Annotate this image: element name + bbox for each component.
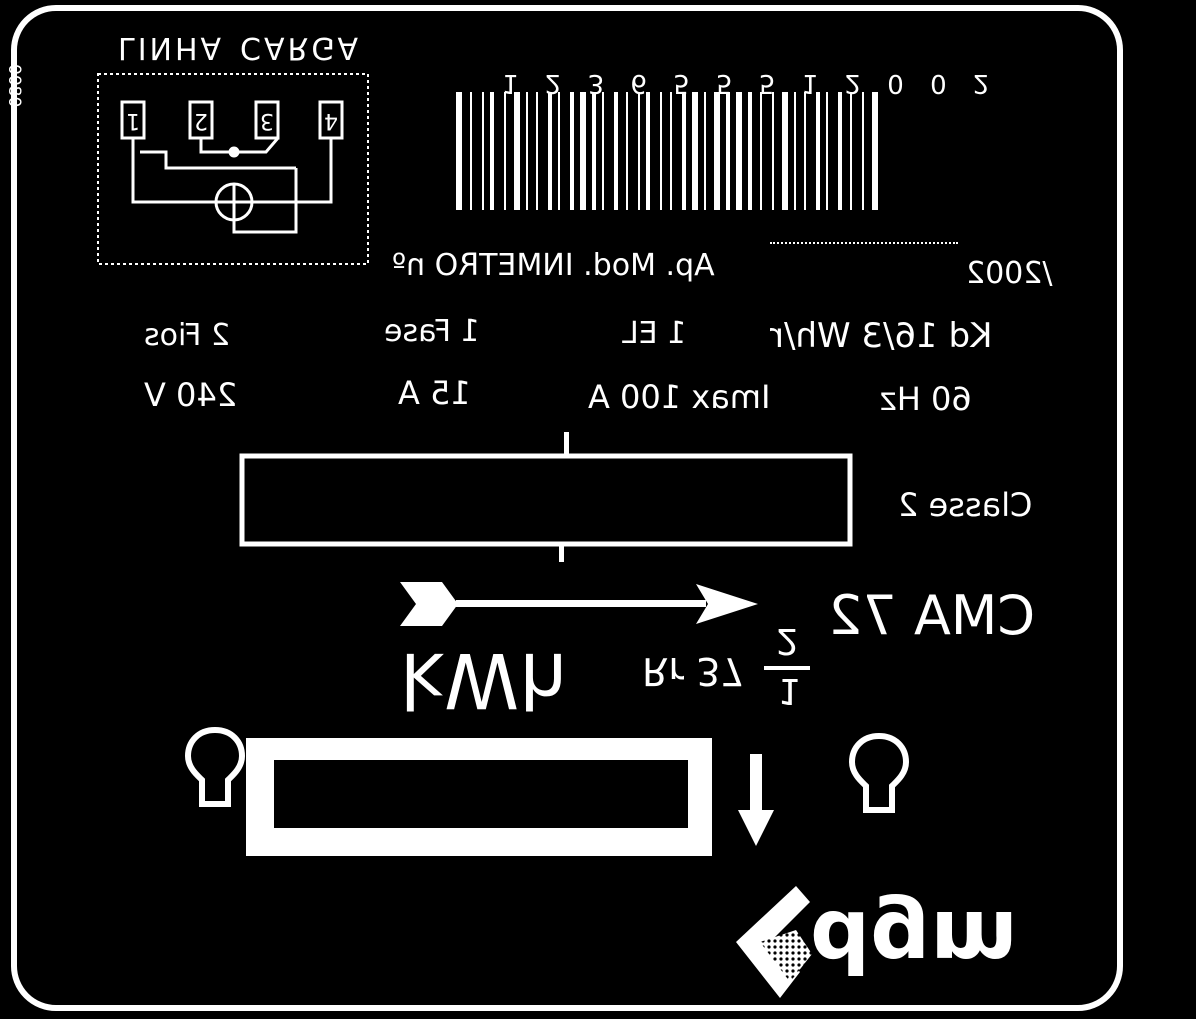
barcode-bar xyxy=(456,92,462,210)
barcode-bar xyxy=(804,92,806,210)
spec-phase: 1 Fase xyxy=(384,314,480,349)
barcode-bar xyxy=(670,92,672,210)
spec-frequency: 60 Hz xyxy=(880,380,972,418)
register-window xyxy=(239,432,853,562)
barcode-bar xyxy=(748,92,752,210)
spec-wires: 2 Fios xyxy=(144,318,231,353)
spec-element: 1 EL xyxy=(622,316,687,351)
barcode-bar xyxy=(838,92,842,210)
barcode-bar xyxy=(682,92,686,210)
barcode-bar xyxy=(470,92,472,210)
barcode-bar xyxy=(548,92,552,210)
linha-label: LINHA xyxy=(118,30,225,65)
barcode-bar xyxy=(482,92,484,210)
ratio-bar xyxy=(764,666,810,670)
terminal-3 xyxy=(254,100,280,140)
barcode-bar xyxy=(704,92,706,210)
barcode-bar xyxy=(794,92,796,210)
down-arrow-icon xyxy=(738,754,774,846)
barcode-bar xyxy=(580,92,586,210)
spec-kd: Kd 16/3 Wh/r xyxy=(770,316,993,356)
keyhole-right-icon xyxy=(848,732,910,813)
barcode-bar xyxy=(558,92,560,210)
barcode-bar xyxy=(536,92,538,210)
barcode-bar xyxy=(772,92,774,210)
carga-label: CARGA xyxy=(240,30,362,65)
approval-dots xyxy=(770,242,958,244)
ratio-denominator: 1 xyxy=(778,670,801,711)
terminal-1-label: 1 xyxy=(126,108,140,133)
brand-logo: dgm xyxy=(736,886,1018,998)
barcode-bar xyxy=(826,92,828,210)
spec-imax: Imax 100 A xyxy=(588,378,771,416)
side-code: 0080 xyxy=(4,64,24,108)
barcode-bar xyxy=(816,92,820,210)
barcode-bar xyxy=(736,92,742,210)
barcode-bar xyxy=(638,92,640,210)
spec-current: 15 A xyxy=(398,374,471,412)
barcode-bar xyxy=(782,92,788,210)
barcode-bar xyxy=(614,92,618,210)
unit-label: kWh xyxy=(400,636,568,725)
spec-voltage: 240 V xyxy=(144,376,238,414)
barcode-bar xyxy=(660,92,662,210)
barcode-bar xyxy=(602,92,604,210)
terminal-4-label: 4 xyxy=(324,108,338,133)
barcode-bar xyxy=(714,92,720,210)
barcode-bar xyxy=(514,92,520,210)
barcode-bar xyxy=(726,92,730,210)
barcode xyxy=(456,92,878,210)
barcode-bar xyxy=(626,92,628,210)
barcode-bar xyxy=(692,92,698,210)
approval-year: /2002 xyxy=(966,256,1053,291)
ratio-numerator: 2 xyxy=(776,620,799,661)
barcode-bar xyxy=(862,92,864,210)
counter-window xyxy=(246,738,712,856)
barcode-bar xyxy=(592,92,596,210)
barcode-bar xyxy=(646,92,650,210)
approval-text: Ap. Mod. INMETRO nº xyxy=(392,248,715,283)
class-label: Classe 2 xyxy=(898,486,1033,524)
terminal-2-label: 2 xyxy=(194,108,208,133)
model-label: CMA 72 xyxy=(828,584,1036,647)
barcode-bar xyxy=(760,92,762,210)
barcode-bar xyxy=(570,92,574,210)
terminal-3-label: 3 xyxy=(260,108,274,133)
rotation-arrow-icon xyxy=(400,582,758,626)
barcode-bar xyxy=(490,92,494,210)
brand-text: dgm xyxy=(810,892,1018,990)
ratio-prefix: Rr 37 xyxy=(642,649,745,693)
keyhole-left-icon xyxy=(184,726,246,807)
barcode-bar xyxy=(872,92,878,210)
barcode-bar xyxy=(504,92,506,210)
wiring-diagram: 1 2 3 4 xyxy=(97,73,369,265)
barcode-bar xyxy=(526,92,528,210)
barcode-bar xyxy=(850,92,852,210)
